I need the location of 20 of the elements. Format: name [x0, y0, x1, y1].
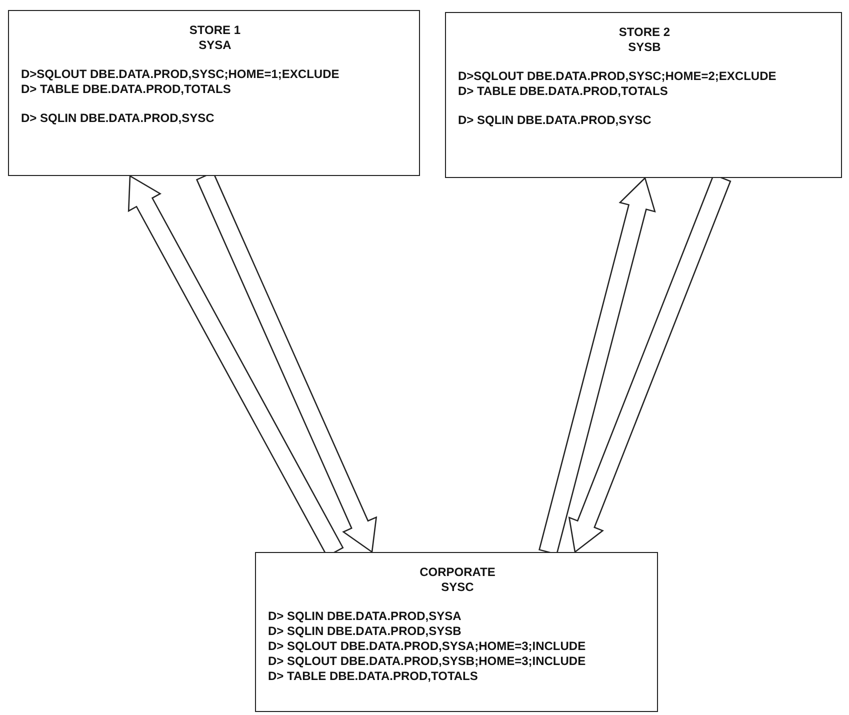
system-heading: STORE 1: [188, 23, 242, 38]
command-line: D>SQLOUT DBE.DATA.PROD,SYSC;HOME=1;EXCLUDE: [21, 67, 340, 82]
system-box: [8, 10, 420, 176]
command-line: D> TABLE DBE.DATA.PROD,TOTALS: [21, 82, 232, 97]
command-line: D> TABLE DBE.DATA.PROD,TOTALS: [458, 84, 669, 99]
command-line: D> SQLOUT DBE.DATA.PROD,SYSB;HOME=3;INCLUDE: [268, 654, 587, 669]
system-box: [445, 12, 842, 178]
system-box: [255, 552, 658, 712]
system-heading: CORPORATE: [418, 565, 496, 580]
command-line: D> SQLIN DBE.DATA.PROD,SYSA: [268, 609, 462, 624]
system-heading: STORE 2: [618, 25, 672, 40]
command-line: D>SQLOUT DBE.DATA.PROD,SYSC;HOME=2;EXCLUDE: [458, 69, 778, 84]
command-line: D> SQLOUT DBE.DATA.PROD,SYSA;HOME=3;INCLUDE: [268, 639, 587, 654]
system-heading: SYSA: [198, 38, 232, 53]
system-heading: SYSC: [440, 580, 475, 595]
system-heading: SYSB: [627, 40, 662, 55]
command-line: D> SQLIN DBE.DATA.PROD,SYSC: [21, 111, 216, 126]
command-line: D> TABLE DBE.DATA.PROD,TOTALS: [268, 669, 479, 684]
command-line: D> SQLIN DBE.DATA.PROD,SYSB: [268, 624, 462, 639]
command-line: D> SQLIN DBE.DATA.PROD,SYSC: [458, 113, 652, 128]
